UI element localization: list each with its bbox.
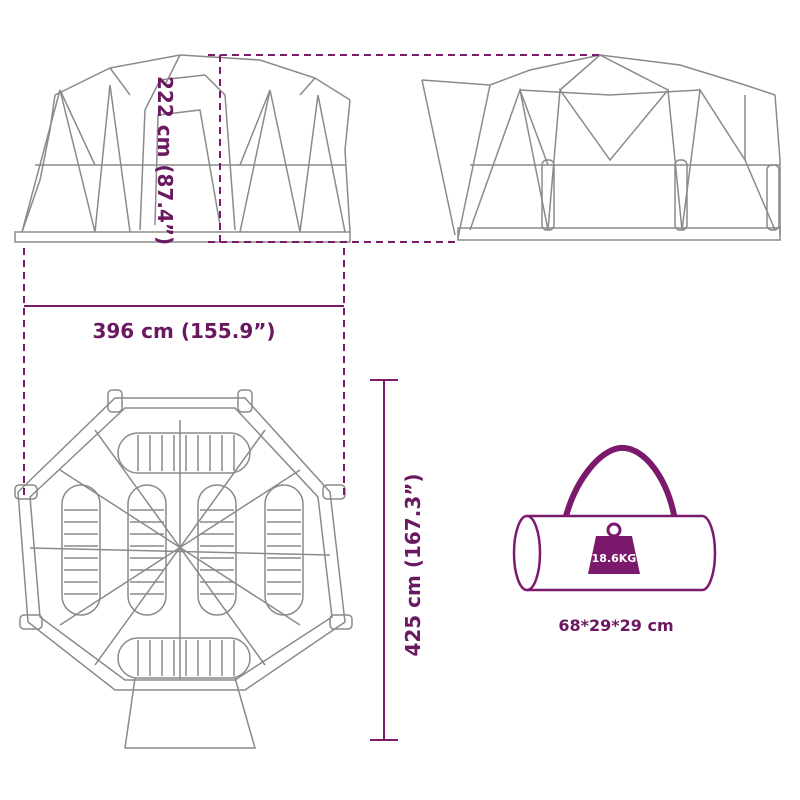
weight-icon bbox=[588, 522, 640, 574]
depth-label: 425 cm (167.3”) bbox=[401, 473, 425, 656]
width-label: 396 cm (155.9”) bbox=[92, 319, 275, 343]
bag-strap bbox=[562, 444, 678, 523]
dimension-lines bbox=[23, 54, 600, 741]
bag-weight-label: 18.6KG bbox=[592, 552, 637, 565]
bag-size-label: 68*29*29 cm bbox=[558, 616, 673, 635]
height-label: 222 cm (87.4”) bbox=[153, 76, 177, 245]
tent-side-view bbox=[421, 54, 781, 241]
tent-front-view bbox=[14, 54, 351, 243]
carry-bag-illustration: 18.6KG bbox=[512, 444, 717, 592]
tent-top-view bbox=[14, 389, 353, 749]
bag-end-cap bbox=[512, 514, 542, 592]
